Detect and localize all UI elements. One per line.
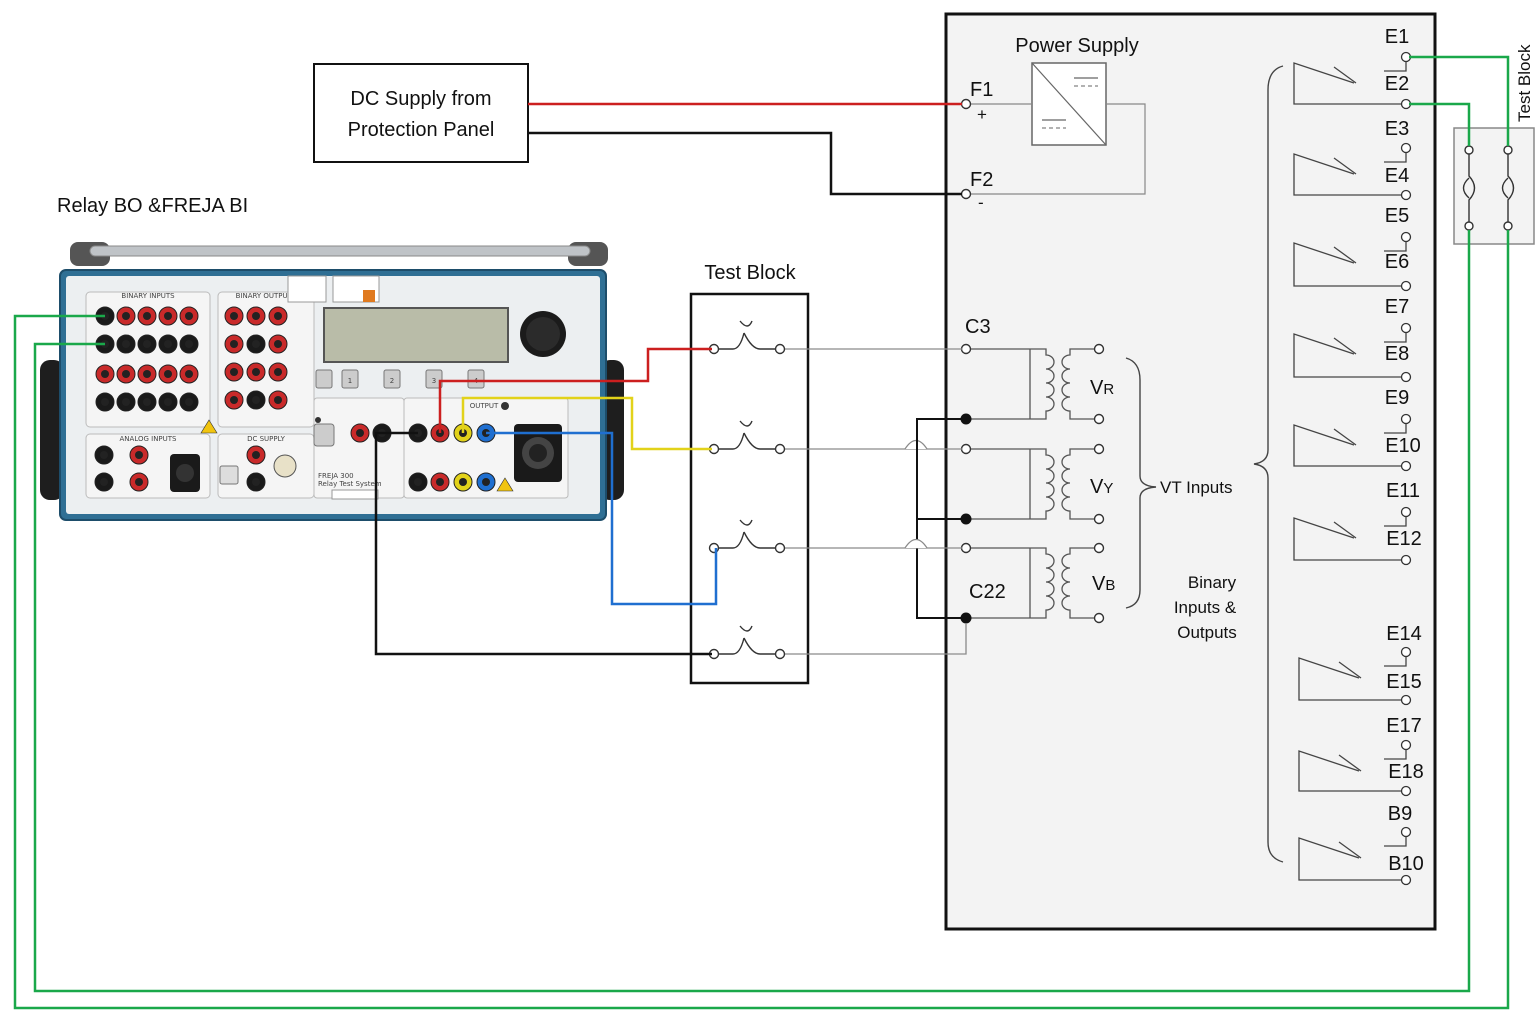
vr-label: VR xyxy=(1090,377,1114,399)
binary-contact xyxy=(1298,739,1412,797)
binary-contacts xyxy=(1293,51,1412,886)
terminal-label: E12 xyxy=(1386,528,1422,550)
wire-red xyxy=(438,347,712,433)
f1-label: F1 xyxy=(970,79,993,101)
f1-plus: + xyxy=(977,105,987,124)
terminal-label: E10 xyxy=(1385,435,1421,457)
vy-label: VY xyxy=(1090,476,1113,498)
terminal-label: E7 xyxy=(1385,296,1409,318)
terminal-label: E8 xyxy=(1385,343,1409,365)
terminal-label: E4 xyxy=(1385,165,1409,187)
f2-label: F2 xyxy=(970,169,993,191)
c22-label: C22 xyxy=(969,581,1006,603)
test-block-switch xyxy=(708,320,786,355)
f2-minus: - xyxy=(978,193,984,212)
svg-text:BINARY INPUTS: BINARY INPUTS xyxy=(121,292,175,300)
svg-text:Relay Test System: Relay Test System xyxy=(318,480,382,488)
svg-text:FREJA 300: FREJA 300 xyxy=(318,472,354,480)
terminal-label: E14 xyxy=(1386,623,1422,645)
relay-panel xyxy=(944,12,1437,931)
terminal-label: E18 xyxy=(1388,761,1424,783)
wire-black xyxy=(374,431,712,656)
binary-contact xyxy=(1293,142,1412,201)
terminal-label: E11 xyxy=(1386,480,1420,502)
c3-label: C3 xyxy=(965,316,991,338)
svg-text:ANALOG INPUTS: ANALOG INPUTS xyxy=(120,435,178,443)
terminal-label: E17 xyxy=(1386,715,1422,737)
svg-text:2: 2 xyxy=(390,377,394,385)
power-supply-label: Power Supply xyxy=(1015,35,1138,57)
terminal-label: E5 xyxy=(1385,205,1409,227)
wire-blue xyxy=(486,431,718,606)
wire-green-4 xyxy=(1409,102,1471,146)
terminal-label: E3 xyxy=(1385,118,1409,140)
vt-inputs-label: VT Inputs xyxy=(1160,478,1232,497)
terminal-label: E2 xyxy=(1385,73,1409,95)
binary-label-2: Inputs & xyxy=(1174,598,1237,617)
wire-green-2 xyxy=(33,230,1471,993)
vb-label: VB xyxy=(1092,573,1115,595)
terminal-label: E15 xyxy=(1386,671,1422,693)
terminal-label: E6 xyxy=(1385,251,1409,273)
svg-text:3: 3 xyxy=(432,377,436,385)
power-supply: Power Supply F1 + F2 - xyxy=(960,35,1146,212)
relay-bo-freja-label: Relay BO &FREJA BI xyxy=(57,195,248,217)
binary-contact xyxy=(1293,231,1412,292)
binary-label-1: Binary xyxy=(1188,573,1237,592)
dc-supply-box: DC Supply from Protection Panel xyxy=(313,63,529,163)
terminal-label: B9 xyxy=(1388,803,1412,825)
test-block-side-label: Test Block xyxy=(1515,44,1534,122)
svg-text:OUTPUT: OUTPUT xyxy=(470,402,499,410)
wire-yellow xyxy=(461,396,712,451)
test-block-middle: Test Block xyxy=(689,262,810,685)
binary-contact xyxy=(1293,51,1412,110)
test-block-side: Test Block xyxy=(1453,44,1535,245)
test-block-middle-label: Test Block xyxy=(704,262,796,284)
wire-green-3 xyxy=(1409,55,1510,146)
dc-supply-label-1: DC Supply from xyxy=(350,88,491,110)
svg-text:1: 1 xyxy=(348,377,352,385)
binary-label-3: Outputs xyxy=(1177,623,1237,642)
terminal-label: E9 xyxy=(1385,387,1409,409)
terminal-labels: E1E2E3E4E5E6E7E8E9E10E11E12E14E15E17E18B… xyxy=(1385,26,1424,875)
svg-text:BINARY OUTPUTS: BINARY OUTPUTS xyxy=(236,292,297,300)
binary-contact xyxy=(1293,506,1412,566)
wire-dc-negative xyxy=(528,131,962,196)
terminal-label: B10 xyxy=(1388,853,1424,875)
svg-text:DC SUPPLY: DC SUPPLY xyxy=(247,435,285,443)
binary-contact xyxy=(1298,826,1412,886)
binary-contact xyxy=(1293,413,1412,472)
freja-300-device: BINARY INPUTS BINARY OUTPUTS ANALOG INPU… xyxy=(40,242,624,521)
binary-contact xyxy=(1293,322,1412,383)
binary-contact xyxy=(1298,646,1412,706)
vt-inputs xyxy=(970,348,1094,619)
terminal-label: E1 xyxy=(1385,26,1409,48)
wire-green-1 xyxy=(13,230,1510,1010)
dc-supply-label-2: Protection Panel xyxy=(348,119,495,141)
